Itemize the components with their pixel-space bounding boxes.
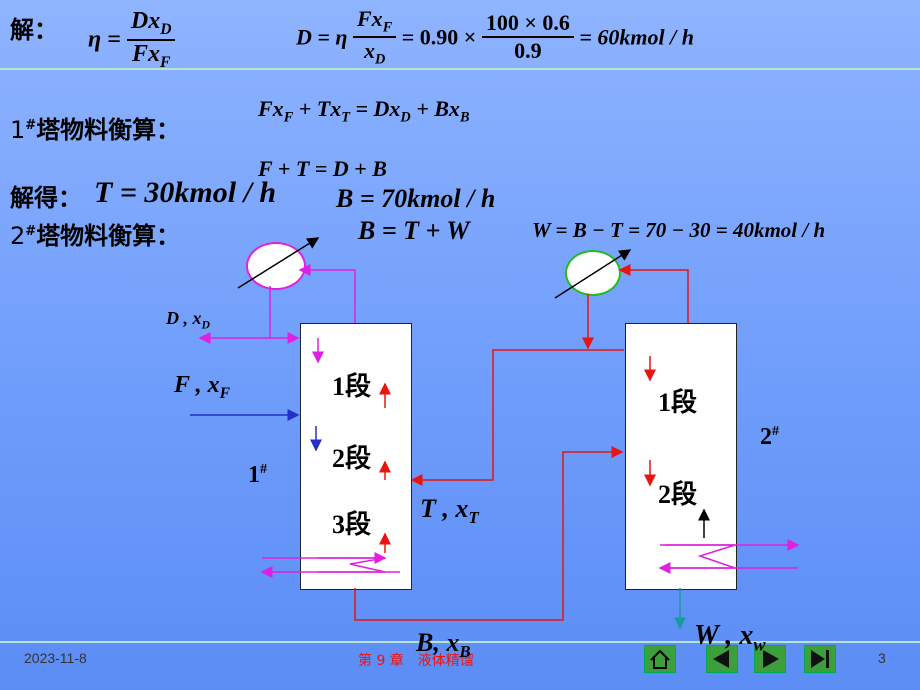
stream-f-text: F , x: [174, 372, 220, 398]
balance1-label: 1#塔物料衡算：: [10, 110, 180, 145]
t1-segment-1: 1段: [332, 372, 372, 401]
balance2-text: 塔物料衡算：: [36, 222, 181, 250]
eq1-part3: = Dx: [349, 96, 401, 121]
eq1-part4: + Bx: [410, 96, 460, 121]
previous-icon: [713, 650, 729, 668]
balance2-label: 2#塔物料衡算：: [10, 216, 180, 251]
eq1-sub4: B: [459, 109, 470, 126]
d-lhs: D = η: [296, 24, 348, 50]
d-den-sub: D: [374, 51, 386, 68]
last-button[interactable]: [804, 645, 836, 673]
t2-segment-2: 2段: [658, 480, 698, 509]
eq1-part2: + Tx: [293, 96, 342, 121]
balance1-eq1: FxF + TxT = DxD + BxB: [258, 96, 469, 126]
balance1-eq2: F + T = D + B: [258, 156, 387, 181]
next-icon: [763, 650, 779, 668]
stream-d-text: D , x: [166, 308, 202, 328]
d-num: Fx: [357, 6, 383, 31]
eta-den-sub: F: [159, 53, 171, 71]
t1-reboiler-coil: [318, 557, 386, 573]
t1-condenser: [246, 242, 306, 290]
t2-vapor-line: [618, 264, 689, 323]
d-fraction-1: FxF xD: [353, 6, 397, 69]
stream-w-text: W , x: [694, 620, 754, 651]
d-formula: D = η FxF xD = 0.90 × 100 × 0.6 0.9 = 60…: [296, 6, 694, 69]
balance2-eq-w: W = B − T = 70 − 30 = 40kmol / h: [532, 218, 826, 242]
tower-1: [300, 323, 412, 590]
tower2-sup: #: [772, 424, 779, 439]
previous-button[interactable]: [706, 645, 738, 673]
d-mid: = 0.90 ×: [401, 24, 477, 50]
stream-b-label: B, xB: [416, 628, 471, 662]
result-label: 解得：: [10, 184, 82, 212]
result-t: T = 30kmol / h: [94, 176, 277, 209]
footer-chapter: 第 9 章 液体精馏: [358, 653, 474, 669]
d-num2: 100 × 0.6: [481, 10, 574, 39]
t2-segment-1: 1段: [658, 388, 698, 417]
stream-d-sub: D: [201, 318, 210, 332]
balance1-sup: #: [25, 118, 37, 133]
eta-formula: η = DxD FxF: [88, 8, 176, 72]
eq1-sub2: T: [341, 109, 350, 126]
t1-vapor-line: [298, 264, 356, 323]
home-icon: [650, 649, 670, 669]
next-button[interactable]: [754, 645, 786, 673]
stream-f-sub: F: [219, 384, 230, 402]
balance2-eq-b: B = T + W: [358, 216, 470, 245]
result-b: B = 70kmol / h: [336, 184, 496, 213]
tower2-label: 2#: [760, 424, 779, 451]
d-den2: 0.9: [514, 38, 542, 64]
stream-t-text: T , x: [420, 494, 469, 523]
balance2-sup: #: [25, 224, 37, 239]
stream-w-sub: w: [753, 634, 766, 655]
stream-t-sub: T: [468, 508, 479, 528]
tower2-num: 2: [760, 424, 772, 450]
footer-date: 2023-11-8: [24, 650, 87, 666]
t2-reboiler-coil: [665, 544, 736, 569]
stream-d-label: D , xD: [166, 308, 210, 332]
last-icon: [811, 650, 829, 668]
d-result: = 60kmol / h: [579, 24, 694, 50]
header-rule: [0, 68, 920, 70]
eta-num-sub: D: [160, 20, 172, 38]
stream-t-label: T , xT: [420, 494, 479, 528]
solution-label: 解：: [10, 16, 58, 44]
t1-segment-3: 3段: [332, 510, 372, 539]
home-button[interactable]: [644, 645, 676, 673]
stream-w-label: W , xw: [694, 620, 766, 656]
tower1-num: 1: [248, 462, 260, 488]
t1-condenser-arrow: [237, 237, 320, 289]
balance2-pre: 2: [10, 222, 26, 250]
eta-fraction: DxD FxF: [126, 8, 176, 72]
t2-condenser-arrow: [554, 249, 632, 299]
d-fraction-2: 100 × 0.6 0.9: [481, 10, 574, 64]
tower1-sup: #: [260, 462, 267, 477]
balance1-pre: 1: [10, 116, 26, 144]
stream-f-label: F , xF: [174, 372, 230, 403]
stream-b-sub: B: [459, 642, 471, 662]
eq1-part1: Fx: [258, 96, 284, 121]
t1-reflux-line: [269, 286, 300, 344]
stream-b-text: B, x: [416, 628, 460, 657]
eta-num: Dx: [130, 8, 161, 34]
eta-den: Fx: [131, 40, 160, 67]
balance1-text: 塔物料衡算：: [36, 116, 181, 144]
t1-segment-2: 2段: [332, 444, 372, 473]
b-stream-line: [354, 446, 624, 621]
d-den: x: [363, 38, 375, 64]
d-num-sub: F: [382, 19, 393, 36]
tower1-label: 1#: [248, 462, 267, 489]
eq1-sub3: D: [400, 109, 411, 126]
eq1-sub1: F: [283, 109, 294, 126]
t-stream-line: [410, 349, 624, 486]
eta-lhs: η =: [88, 26, 121, 53]
footer-page: 3: [878, 650, 886, 666]
